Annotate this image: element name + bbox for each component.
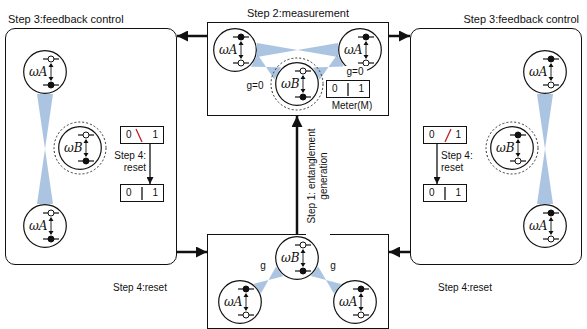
meter-dial: 01 <box>120 126 164 144</box>
meter-scale: 1 <box>455 185 461 201</box>
edge-label-holder: g=0 <box>243 80 267 92</box>
panel-box: ωB ωA ωA <box>207 234 389 329</box>
qubit-circle: ωA <box>218 280 262 324</box>
label-holder: Meter(M) <box>322 100 382 112</box>
panel-box: ωAωBωA0101Step 3:feedback control <box>5 28 177 265</box>
frequency-label: ωA <box>218 280 262 309</box>
coupling-band <box>313 54 344 79</box>
step-arrow <box>296 116 299 234</box>
qubit-circle: ωB <box>58 126 102 170</box>
qubit-circle: ωA <box>23 50 67 94</box>
step-label: Step 4: reset <box>441 150 481 174</box>
frequency-label: ωB <box>275 62 319 91</box>
frequency-label: ωB <box>275 236 319 265</box>
meter-scale: 1 <box>358 81 364 97</box>
qubit-circle: ωB <box>275 62 319 106</box>
qubit-circle: ωB <box>490 126 534 170</box>
edge-label-holder: Step 4: reset <box>108 150 146 174</box>
step-label: g <box>257 260 269 272</box>
qubit-circle: ωA <box>213 28 257 72</box>
meter-scale: 0 <box>429 185 435 201</box>
meter-scale: 1 <box>455 127 461 143</box>
step-label: Step 4:reset <box>100 282 180 294</box>
meter-scale: 1 <box>152 185 158 201</box>
frequency-label: ωA <box>338 28 382 57</box>
frequency-label: ωA <box>213 28 257 57</box>
frequency-label: ωA <box>523 204 567 233</box>
frequency-label: ωA <box>523 50 567 79</box>
frequency-label: ωA <box>23 50 67 79</box>
qubit-circle: ωA <box>23 204 67 248</box>
step-label: g=0 <box>243 80 267 92</box>
coupling-band <box>251 54 281 79</box>
edge-label-holder: g <box>257 260 269 272</box>
meter-dial: 01 <box>120 184 164 202</box>
step-arrow <box>389 251 410 254</box>
step-arrow <box>149 144 150 184</box>
meter-dial: 01 <box>326 80 370 98</box>
step-arrow <box>177 35 207 38</box>
meter-scale: 0 <box>429 127 435 143</box>
panel-box: ωAωAωB01Step 2:measurement <box>207 22 389 116</box>
edge-label-holder: Step 4: reset <box>441 150 481 174</box>
meter-scale: 0 <box>332 81 338 97</box>
coupling-band <box>537 94 553 204</box>
step-label: g <box>327 260 339 272</box>
coupling-band <box>37 94 53 204</box>
qubit-circle: ωA <box>523 50 567 94</box>
step-arrow <box>177 251 207 254</box>
step-label: Step 4: reset <box>108 150 146 174</box>
meter-scale: 0 <box>126 185 132 201</box>
meter-label: Meter(M) <box>322 100 382 112</box>
frequency-label: ωB <box>58 126 102 155</box>
panel-title: Step 3:feedback control <box>6 12 176 26</box>
step-label: Step 4:reset <box>425 282 505 294</box>
frequency-label: ωB <box>490 126 534 155</box>
panel-title: Step 2:measurement <box>208 6 388 20</box>
qubit-circle: ωA <box>338 28 382 72</box>
panel-title: Step 3:feedback control <box>411 12 581 26</box>
edge-label-holder: Step 4:reset <box>100 282 180 294</box>
coupling-band <box>257 43 338 57</box>
frequency-label: ωA <box>23 204 67 233</box>
step-arrow <box>389 35 410 38</box>
edge-label-holder: Step 4:reset <box>425 282 505 294</box>
qubit-circle: ωA <box>523 204 567 248</box>
qubit-circle: ωA <box>333 280 377 324</box>
frequency-label: ωA <box>333 280 377 309</box>
meter-dial: 01 <box>423 184 467 202</box>
coupling-band <box>254 267 284 294</box>
panel-box: ωAωBωA0101Step 3:feedback control <box>410 28 582 265</box>
edge-label-holder: g <box>327 260 339 272</box>
edge-label-holder: Step 1: entanglement generation <box>306 116 330 236</box>
step-label: Step 1: entanglement generation <box>306 116 330 236</box>
qubit-circle: ωB <box>275 236 319 280</box>
coupling-band <box>311 267 341 294</box>
meter-scale: 1 <box>152 127 158 143</box>
meter-dial: 01 <box>423 126 467 144</box>
meter-scale: 0 <box>126 127 132 143</box>
step-arrow <box>436 144 437 184</box>
